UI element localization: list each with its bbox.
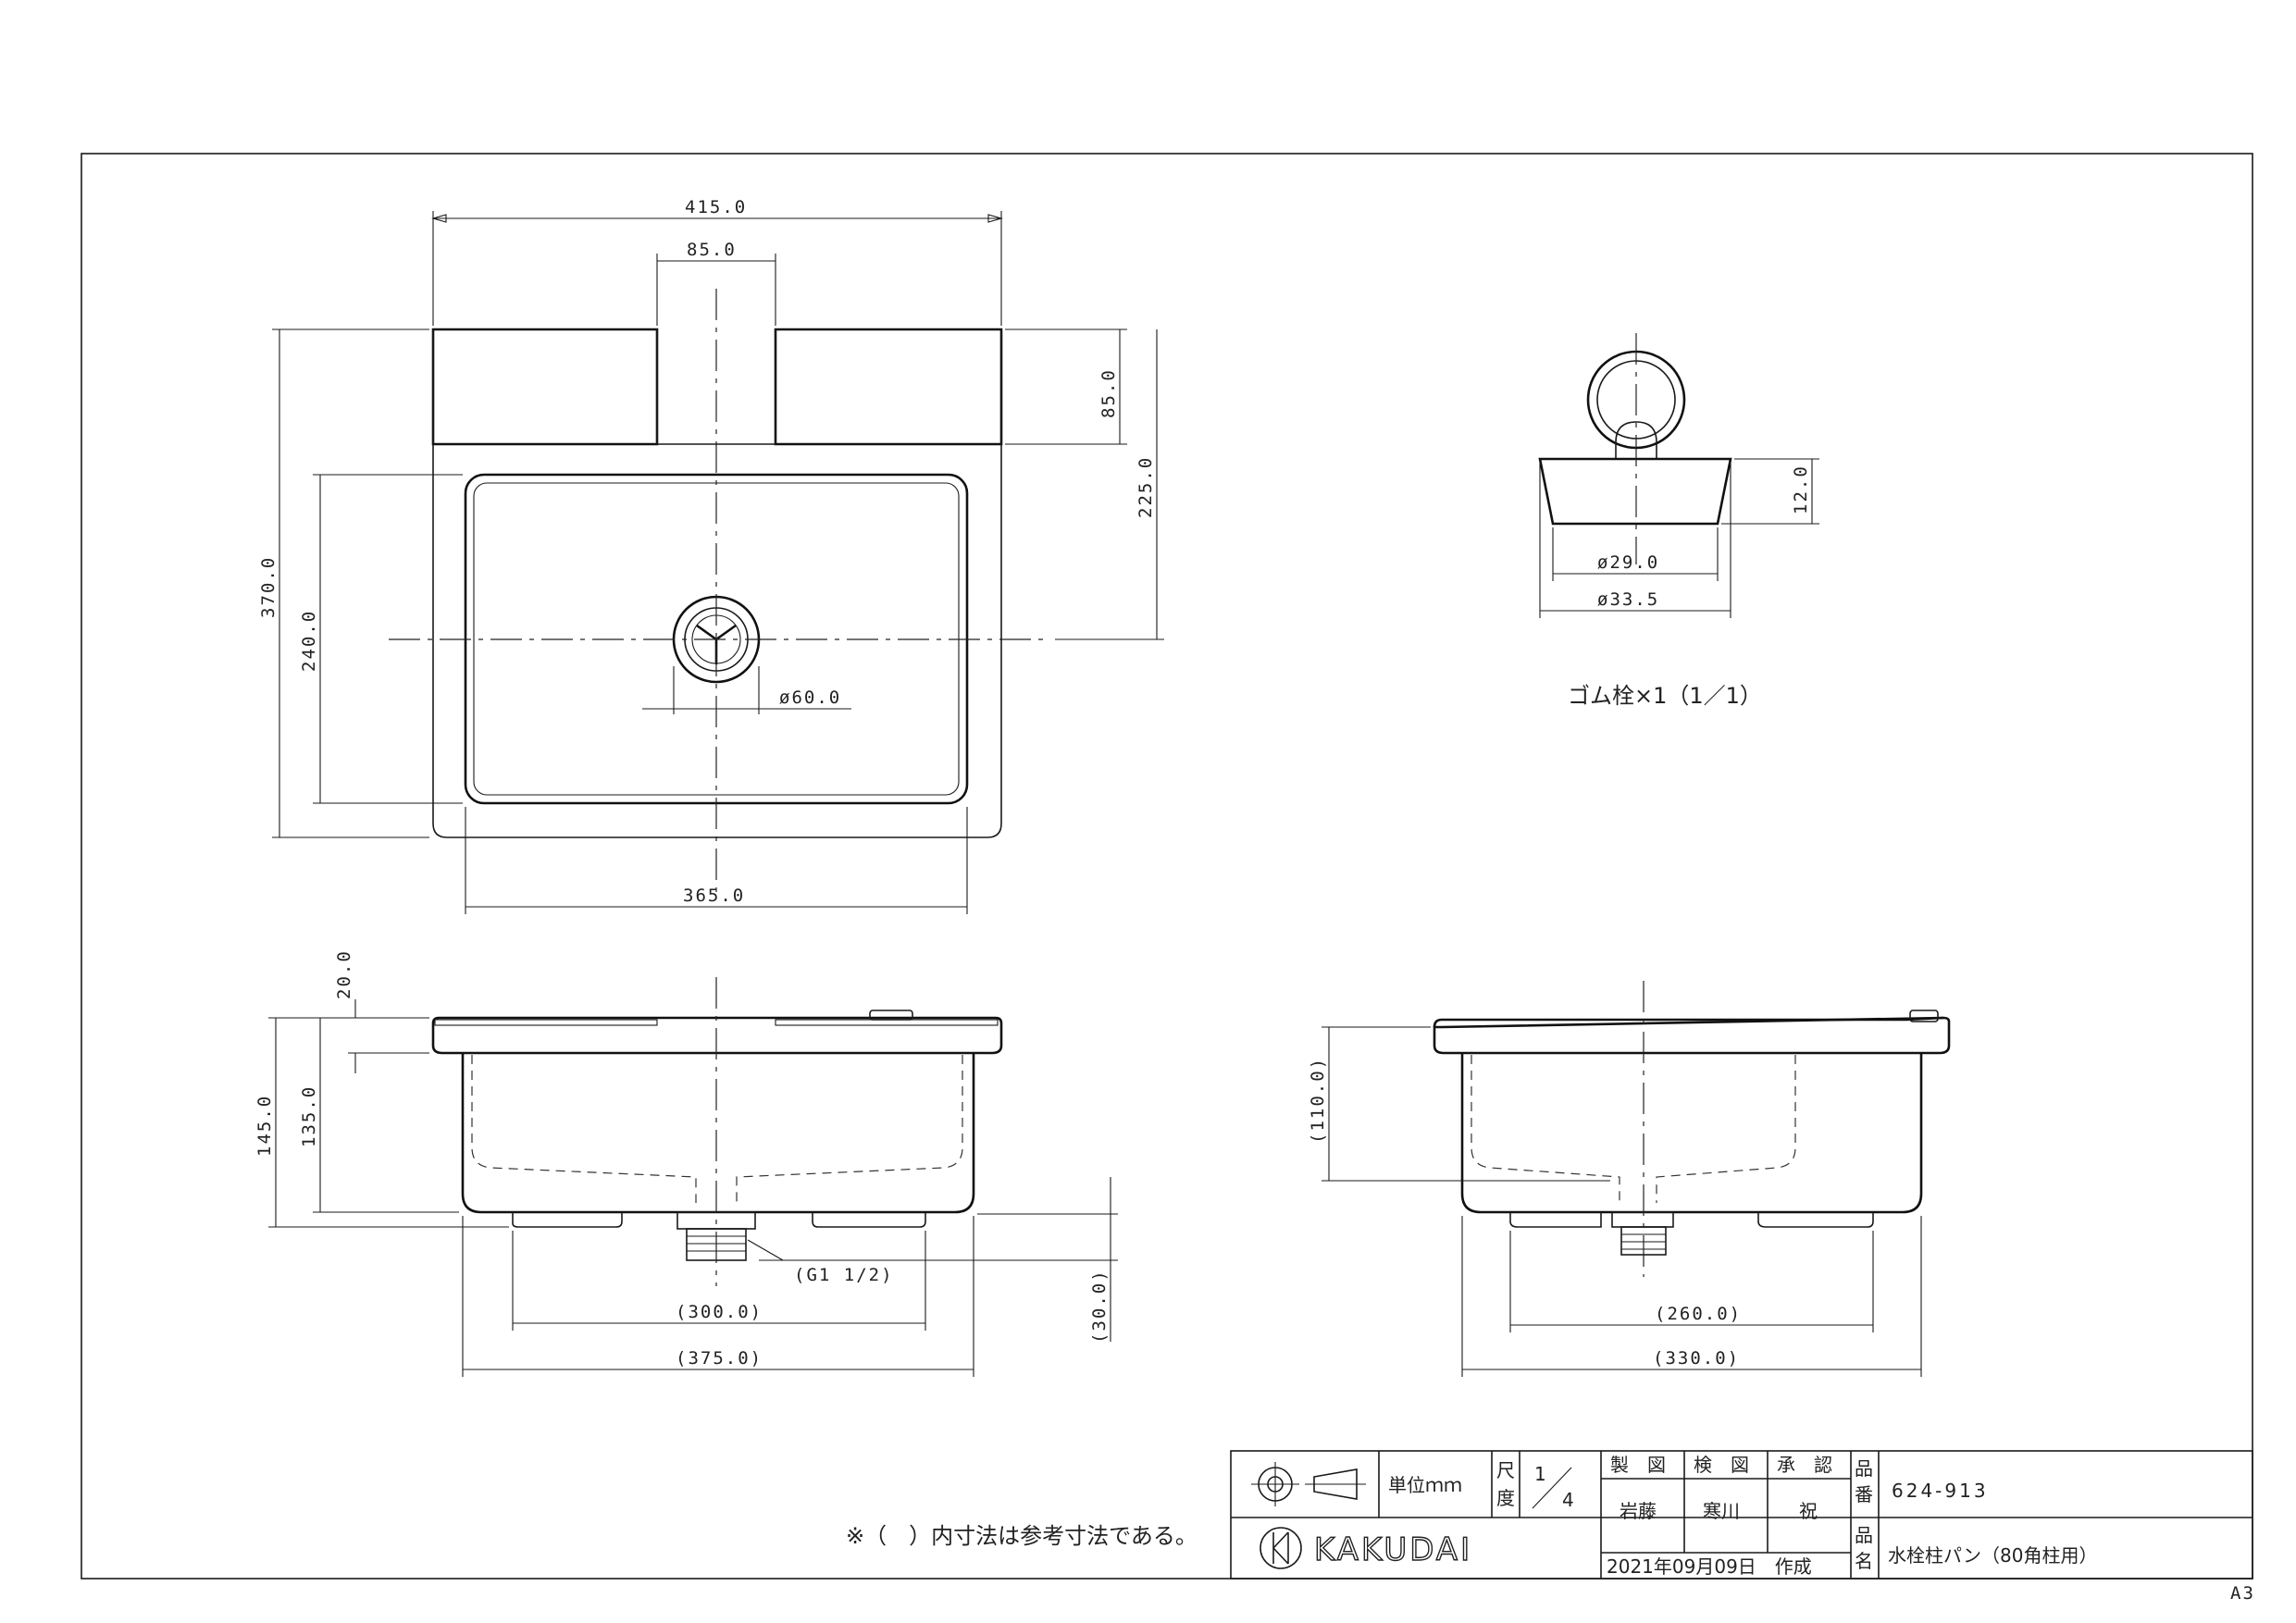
dim-top-inlet: 85.0 [687, 240, 737, 260]
drawn-label: 製 図 [1610, 1454, 1666, 1476]
part-no-label-1: 品 [1855, 1457, 1873, 1480]
dim-front-width: (375.0) [676, 1348, 763, 1369]
dim-front-drain-len: (30.0) [1089, 1269, 1110, 1344]
reference-note: ※（ ）内寸法は参考寸法である。 [846, 1523, 1198, 1549]
top-view [389, 289, 1050, 898]
drawing-frame [81, 153, 2253, 1580]
rubber-plug-view [1538, 333, 1732, 564]
plug-caption: ゴム栓×1（1／1） [1568, 683, 1762, 709]
dim-top-total-h: 370.0 [258, 556, 279, 618]
sheet-size: A3 [2230, 1583, 2255, 1604]
dim-front-h: 145.0 [254, 1095, 275, 1157]
dim-plug-d1: ø29.0 [1597, 552, 1659, 573]
dim-front-rim: 20.0 [334, 949, 354, 999]
unit-label: 単位ｍｍ [1388, 1474, 1462, 1496]
drawn-by: 岩藤 [1620, 1500, 1657, 1522]
scale-numerator: 1 [1534, 1463, 1546, 1485]
dim-top-width: 415.0 [685, 197, 747, 217]
rubber-plug-dimensions: 12.0 ø29.0 ø33.5 ゴム栓×1（1／1） [1539, 458, 1819, 709]
scale-denominator: 4 [1562, 1489, 1574, 1511]
dim-top-depth: 225.0 [1136, 456, 1156, 518]
side-view [1433, 981, 1951, 1277]
kakudai-logo: KAKUDAI [1260, 1527, 1472, 1569]
creation-date: 2021年09月09日 作成 [1607, 1555, 1812, 1578]
part-name-label-2: 名 [1855, 1550, 1873, 1572]
part-number: 624-913 [1892, 1480, 1989, 1502]
title-block: 単位ｍｍ 尺 度 1 4 製 図 検 図 承 認 岩藤 寒川 祝 品 番 624… [1230, 1450, 2253, 1580]
part-name-label-1: 品 [1855, 1524, 1873, 1546]
top-view-dimensions: 415.0 85.0 85.0 225.0 370.0 240.0 ø60.0 … [258, 197, 1164, 914]
dim-front-thread: (G1 1/2) [794, 1265, 894, 1285]
front-view-dimensions: 20.0 145.0 135.0 (G1 1/2) (300.0) (375.0… [254, 949, 1118, 1377]
projection-symbol-icon [1251, 1462, 1366, 1506]
dim-front-foot-span: (300.0) [676, 1302, 763, 1322]
dim-top-inlet-h: 85.0 [1098, 368, 1119, 418]
dim-side-h: (110.0) [1308, 1057, 1328, 1144]
dim-top-inner-w: 365.0 [683, 886, 745, 906]
part-no-label-2: 番 [1855, 1483, 1873, 1505]
brand-name: KAKUDAI [1314, 1531, 1472, 1568]
dim-top-basin-h: 240.0 [299, 610, 319, 672]
dim-side-foot-span: (260.0) [1655, 1304, 1742, 1324]
checked-by: 寒川 [1703, 1500, 1740, 1522]
approved-label: 承 認 [1777, 1454, 1832, 1476]
dim-plug-d2: ø33.5 [1597, 589, 1659, 610]
front-view [431, 977, 1003, 1286]
dim-side-width: (330.0) [1653, 1348, 1740, 1369]
scale-label-2: 度 [1496, 1487, 1515, 1509]
dim-front-inner-h: 135.0 [299, 1085, 319, 1147]
dim-plug-h: 12.0 [1791, 465, 1811, 514]
scale-label-1: 尺 [1496, 1459, 1515, 1481]
part-name: 水栓柱パン（80角柱用） [1888, 1544, 2097, 1567]
side-view-dimensions: (110.0) (260.0) (330.0) [1308, 1026, 1922, 1377]
checked-label: 検 図 [1694, 1454, 1749, 1476]
dim-drain-dia: ø60.0 [779, 688, 841, 708]
approved-by: 祝 [1799, 1500, 1818, 1522]
